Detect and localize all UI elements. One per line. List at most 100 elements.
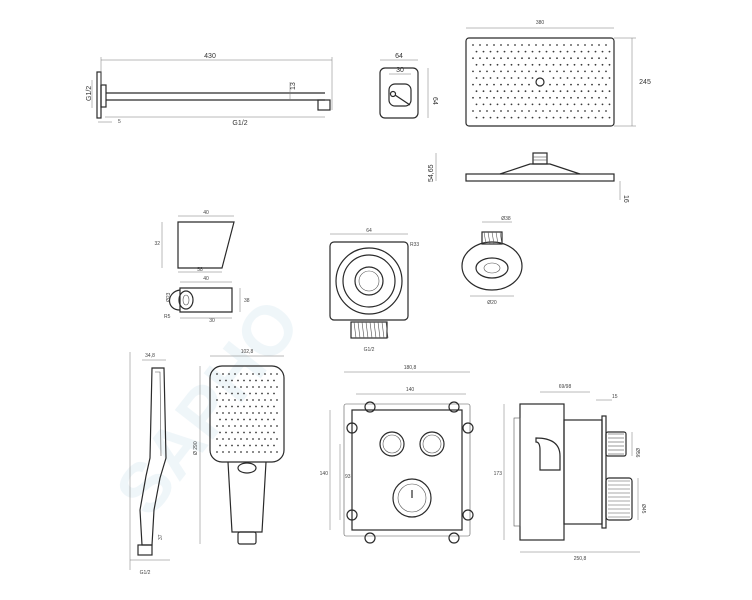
nozzle-dot	[584, 96, 586, 99]
nozzle-dot	[237, 392, 239, 395]
nozzle-dot	[521, 70, 523, 73]
knob-b-label: Ø45	[640, 504, 646, 514]
box-top-label: 69/98	[559, 384, 572, 390]
thread-line	[499, 231, 503, 245]
nozzle-dot	[577, 96, 579, 99]
nozzle-dot	[552, 63, 555, 66]
nozzle-dot	[538, 116, 541, 119]
nozzle-dot	[482, 63, 485, 66]
nozzle-dot	[219, 431, 221, 434]
nozzle-dot	[264, 425, 266, 427]
nozzle-dot	[510, 63, 513, 66]
nozzle-dot	[228, 412, 230, 414]
nozzle-dot	[542, 70, 544, 73]
nozzle-dot	[261, 405, 263, 408]
valve-outer-width-label: 180,8	[404, 365, 417, 371]
nozzle-dot	[510, 103, 513, 106]
nozzle-dot	[489, 63, 492, 66]
nozzle-dot	[559, 77, 562, 79]
nozzle-dot	[563, 57, 565, 60]
nozzle-dot	[570, 44, 572, 46]
outlet-ring-label: R33	[410, 242, 419, 248]
nozzle-dot	[608, 90, 611, 93]
nozzle-dot	[216, 399, 218, 401]
nozzle-dot	[252, 386, 254, 388]
nozzle-dot	[231, 392, 233, 395]
nozzle-dot	[549, 83, 551, 86]
thread-line	[385, 321, 389, 339]
nozzle-dot	[563, 96, 565, 99]
nozzle-dot	[556, 57, 558, 60]
nozzle-dot	[514, 57, 516, 60]
nozzle-dot	[225, 418, 227, 421]
hand-width-label: 102,8	[241, 349, 254, 355]
arm-length-label: 430	[204, 53, 216, 60]
nozzle-dot	[216, 425, 218, 427]
nozzle-dot	[240, 451, 242, 453]
nozzle-dot	[591, 70, 593, 73]
nozzle-dot	[605, 83, 607, 86]
nozzle-dot	[545, 90, 548, 93]
nozzle-dot	[273, 392, 275, 395]
nozzle-dot	[240, 399, 242, 401]
nozzle-dot	[225, 392, 227, 395]
nozzle-dot	[249, 392, 251, 395]
nozzle-dot	[255, 405, 257, 408]
nozzle-dot	[531, 90, 534, 93]
nozzle-dot	[270, 386, 272, 388]
nozzle-dot	[594, 50, 597, 53]
nozzle-dot	[237, 431, 239, 434]
nozzle-dot	[549, 44, 551, 46]
nozzle-dot	[528, 110, 530, 112]
nozzle-dot	[249, 431, 251, 434]
nozzle-dot	[598, 83, 600, 86]
nozzle-dot	[556, 70, 558, 73]
nozzle-dot	[510, 77, 513, 79]
nozzle-dot	[219, 379, 221, 382]
nozzle-dot	[222, 451, 224, 453]
nozzle-dot	[228, 373, 230, 375]
nozzle-dot	[472, 83, 474, 86]
nozzle-dot	[507, 96, 509, 99]
nozzle-dot	[577, 83, 579, 86]
box-right-top-label: 15	[612, 394, 618, 400]
nozzle-dot	[566, 116, 569, 119]
arm-thread-bottom-label: G1/2	[232, 120, 247, 127]
nozzle-dot	[584, 83, 586, 86]
nozzle-dot	[601, 103, 604, 106]
knob-knurl-lines	[608, 433, 630, 518]
nozzle-dot	[486, 83, 488, 86]
nozzle-dot	[496, 50, 499, 53]
nozzle-dot	[273, 379, 275, 382]
nozzle-dot	[500, 44, 502, 46]
wall-elbow-drawing: 64 30 64	[379, 53, 438, 119]
nozzle-dot	[566, 63, 569, 66]
nozzle-dot	[267, 444, 269, 447]
nozzle-dot	[243, 431, 245, 434]
nozzle-dot	[252, 399, 254, 401]
nozzle-dot	[216, 412, 218, 414]
nozzle-dot	[545, 50, 548, 53]
nozzle-dot	[475, 116, 478, 119]
nozzle-dot	[243, 392, 245, 395]
nozzle-dot	[249, 405, 251, 408]
nozzle-dot	[507, 57, 509, 60]
nozzle-dot	[517, 103, 520, 106]
nozzle-dot	[559, 63, 562, 66]
nozzle-dot	[545, 63, 548, 66]
nozzle-dot	[573, 90, 576, 93]
nozzle-dot	[538, 63, 541, 66]
nozzle-dot	[276, 425, 278, 427]
nozzle-dot	[573, 116, 576, 119]
nozzle-dot	[528, 44, 530, 46]
nozzle-dot	[216, 451, 218, 453]
nozzle-dot	[479, 44, 481, 46]
nozzle-dot	[258, 425, 260, 427]
nozzle-dot	[276, 399, 278, 401]
nozzle-dot	[267, 431, 269, 434]
nozzle-dot	[267, 379, 269, 382]
thread-line	[361, 321, 365, 339]
nozzle-dot	[252, 373, 254, 375]
nozzle-dot	[486, 44, 488, 46]
